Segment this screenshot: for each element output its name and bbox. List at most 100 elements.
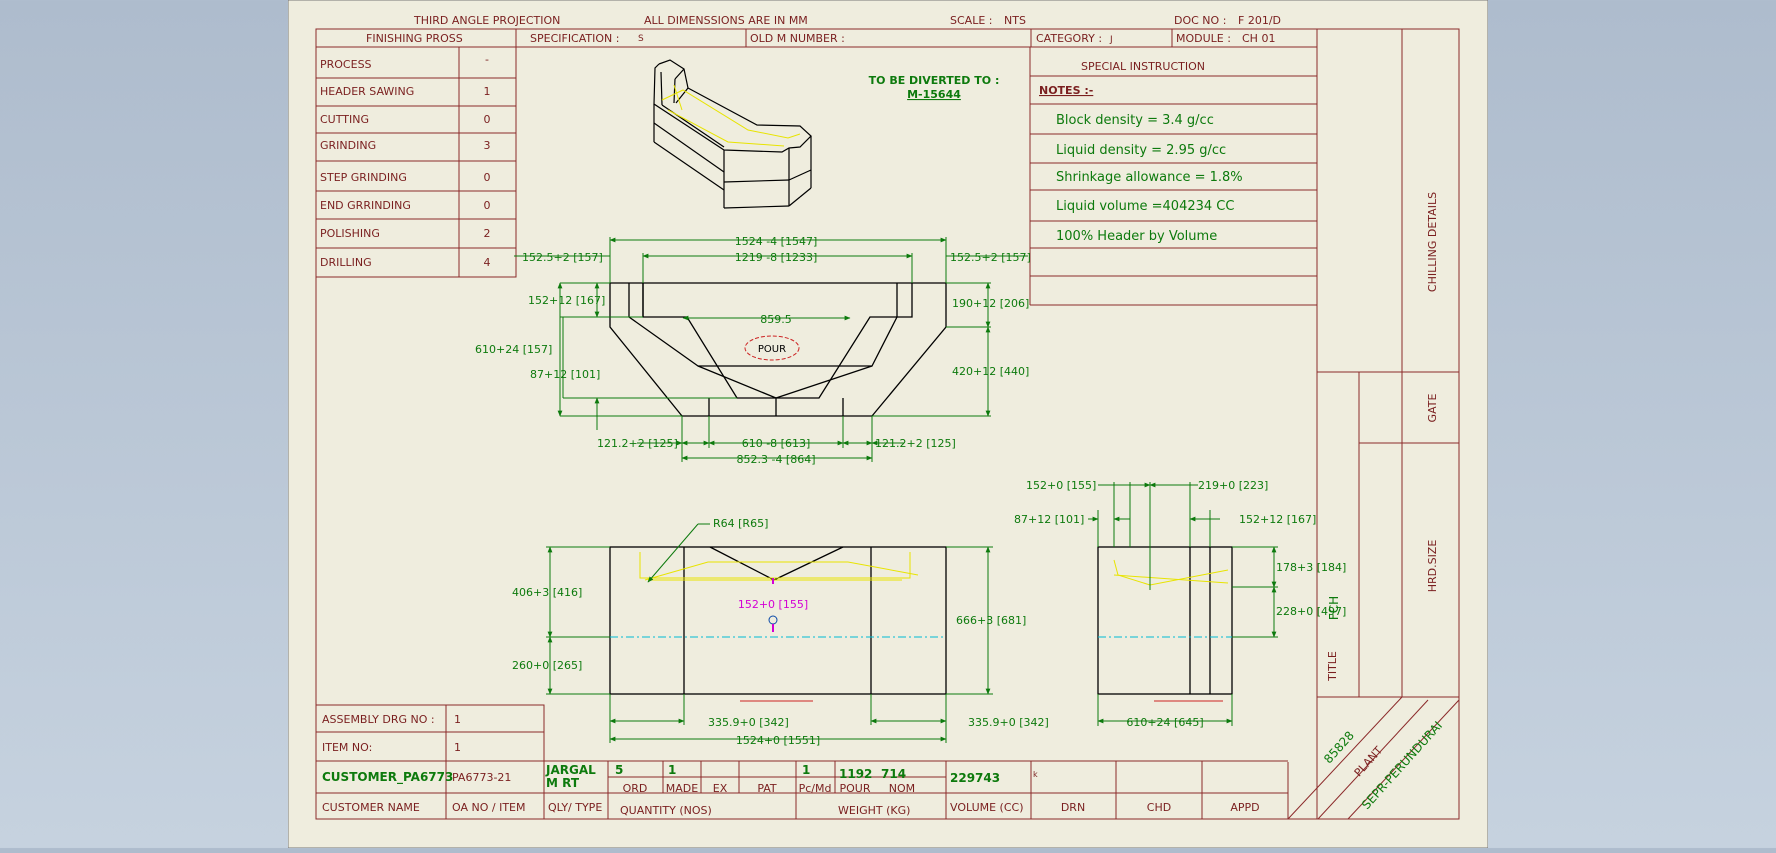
spec-value: S (638, 34, 644, 44)
dim-label: 178+3 [184] (1276, 561, 1346, 574)
dim-label: 219+0 [223] (1198, 479, 1268, 492)
dim-label: 420+12 [440] (952, 365, 1029, 378)
category-label: CATEGORY : (1036, 32, 1102, 45)
diverted-text: TO BE DIVERTED TO : (869, 74, 1000, 87)
notes-label: NOTES :- (1039, 84, 1093, 97)
drawing-sheet: THIRD ANGLE PROJECTION ALL DIMENSSIONS A… (287, 0, 1489, 849)
note-text: Liquid density = 2.95 g/cc (1056, 143, 1226, 158)
side-column (1287, 371, 1460, 820)
dim-label: 1219 -8 [1233] (735, 251, 818, 264)
process-value: 1 (484, 85, 491, 98)
qty-value: 1 (668, 763, 676, 777)
qty-header: MADE (666, 782, 698, 795)
paper (287, 0, 1489, 849)
dim-label: 152+12 [167] (528, 294, 605, 307)
scale-label: SCALE : (950, 14, 992, 27)
process-name: PROCESS (320, 58, 372, 71)
plan-hidden-lines (639, 552, 919, 581)
pour-label: POUR (758, 344, 786, 355)
units-text: ALL DIMENSSIONS ARE IN MM (644, 14, 808, 27)
oa-label: OA NO / ITEM (452, 801, 525, 814)
quality-line2: M RT (546, 776, 580, 790)
special-title: SPECIAL INSTRUCTION (1081, 60, 1205, 73)
process-name: HEADER SAWING (320, 85, 414, 98)
process-value: 0 (484, 171, 491, 184)
drn-label: DRN (1061, 801, 1085, 814)
dim-label: 152.5+2 [157] (522, 251, 603, 264)
chd-label: CHD (1147, 801, 1171, 814)
projection-text: THIRD ANGLE PROJECTION (413, 14, 560, 27)
front-dimensions (514, 237, 1028, 462)
pcmd-value: 1 (802, 763, 810, 777)
item-label: ITEM NO: (322, 741, 372, 754)
pcmd-header: Pc/Md (799, 782, 832, 795)
title-label: TITLE (1326, 651, 1339, 682)
process-value: 4 (484, 256, 491, 269)
engineering-drawing: THIRD ANGLE PROJECTION ALL DIMENSSIONS A… (287, 0, 1489, 849)
dim-label: 87+12 [101] (530, 368, 600, 381)
dim-label: 152+0 [155] (1026, 479, 1096, 492)
volume-value: 229743 (950, 771, 1000, 785)
dim-label: 610+24 [645] (1126, 716, 1203, 729)
process-name: END GRRINDING (320, 199, 411, 212)
doc-label: DOC NO : (1174, 14, 1226, 27)
process-table (315, 46, 517, 278)
chilling-label: CHILLING DETAILS (1426, 192, 1439, 292)
dim-label: 852.3 -4 [864] (736, 453, 815, 466)
special-instruction-table (1029, 47, 1317, 306)
plan-dimensions (546, 523, 993, 743)
dim-label: 152+0 [155] (738, 598, 808, 611)
item-value: 1 (454, 741, 461, 754)
dim-label: 190+12 [206] (952, 297, 1029, 310)
side-hidden-lines (1113, 559, 1229, 586)
process-name: POLISHING (320, 227, 380, 240)
dim-label: 1524+0 [1551] (736, 734, 820, 747)
weight-label: WEIGHT (KG) (838, 804, 910, 817)
volume-mark: k (1033, 770, 1038, 779)
dim-label: 228+0 [497] (1276, 605, 1346, 618)
old-m-label: OLD M NUMBER : (750, 32, 845, 45)
dim-label: 610 -8 [613] (742, 437, 811, 450)
dim-label: 121.2+2 [125] (597, 437, 678, 450)
title-block-grid (315, 704, 1288, 820)
dim-label: 152.5+2 [157] (950, 251, 1031, 264)
qty-value: 5 (615, 763, 623, 777)
spec-label: SPECIFICATION : (530, 32, 619, 45)
pour-marker (744, 335, 800, 361)
customer-code: PA6773-21 (452, 771, 511, 784)
process-name: CUTTING (320, 113, 369, 126)
process-value: 2 (484, 227, 491, 240)
process-value: 0 (484, 199, 491, 212)
process-value: 3 (484, 139, 491, 152)
fch-label: FCH (1327, 596, 1341, 620)
module-value: CH 01 (1242, 32, 1275, 45)
process-value: - (485, 53, 489, 66)
dim-label: 610+24 [157] (475, 343, 552, 356)
dim-label: 87+12 [101] (1014, 513, 1084, 526)
side-dimensions (1088, 482, 1278, 726)
dim-label: R64 [R65] (713, 517, 768, 530)
dim-label: 335.9+0 [342] (708, 716, 789, 729)
qty-header: ORD (623, 782, 648, 795)
isometric-hidden-lines (661, 84, 801, 147)
quantity-label: QUANTITY (NOS) (620, 804, 712, 817)
gate-label: GATE (1426, 394, 1439, 423)
process-name: STEP GRINDING (320, 171, 407, 184)
diverted-target: M-15644 (907, 88, 961, 101)
dim-label: 121.2+2 [125] (875, 437, 956, 450)
process-value: 0 (484, 113, 491, 126)
hrd-label: HRD.SIZE (1426, 540, 1439, 593)
dim-label: 1524 -4 [1547] (735, 235, 818, 248)
assembly-value: 1 (454, 713, 461, 726)
module-label: MODULE : (1176, 32, 1231, 45)
appd-label: APPD (1230, 801, 1259, 814)
volume-label: VOLUME (CC) (950, 801, 1024, 814)
dim-label: 406+3 [416] (512, 586, 582, 599)
finishing-title: FINISHING PROSS (366, 32, 463, 45)
customer-id: CUSTOMER_PA6773 (322, 770, 453, 785)
weight-value: 714 (881, 767, 906, 781)
doc-value: F 201/D (1238, 14, 1281, 27)
qty-header: EX (713, 782, 728, 795)
qly-label: QLY/ TYPE (548, 801, 602, 814)
qty-header: PAT (757, 782, 777, 795)
